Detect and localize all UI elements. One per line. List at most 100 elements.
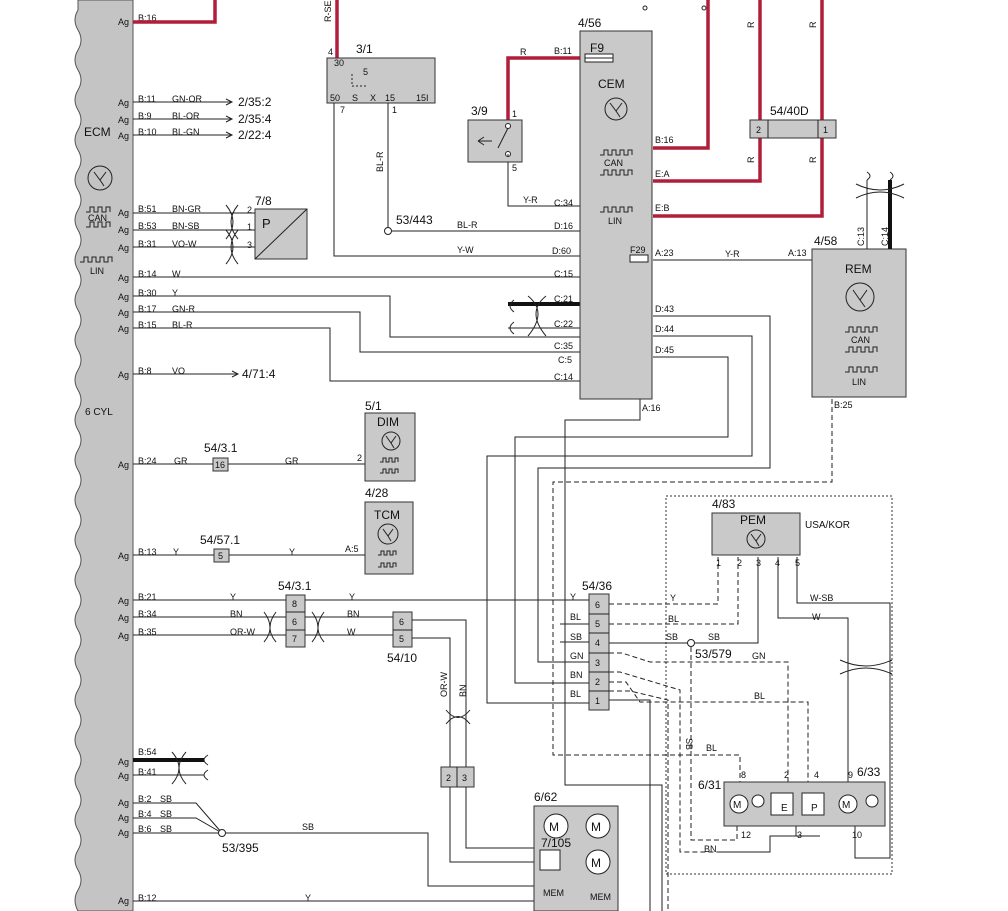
- diagram-label: 4/83: [712, 497, 736, 511]
- diagram-label: Ag: [118, 225, 129, 235]
- processor-icon: [604, 97, 628, 121]
- diagram-label: 6: [595, 600, 600, 610]
- diagram-label: GN-OR: [172, 94, 202, 104]
- diagram-label: CEM: [598, 77, 625, 91]
- diagram-label: B:30: [138, 288, 157, 298]
- diagram-label: 54/40D: [770, 104, 809, 118]
- diagram-label: B:35: [138, 627, 157, 637]
- diagram-label: 5: [363, 67, 368, 77]
- diagram-label: SB: [684, 738, 694, 750]
- diagram-label: MEM: [590, 892, 611, 902]
- seat-motor-6-62: 6/62 M M M 7/105 MEM MEM: [533, 790, 619, 911]
- diagram-label: C:34: [554, 198, 573, 208]
- wire-color-label: Y-R: [725, 249, 740, 259]
- wire-color-label: BN: [458, 684, 468, 697]
- diagram-label: SB: [708, 632, 720, 642]
- wire-color-rse: R-SE: [323, 0, 333, 22]
- diagram-label: B:16: [655, 135, 674, 145]
- connector-54-3-1: 54/3.1 16: [204, 441, 238, 472]
- diagram-label: Y: [230, 592, 236, 602]
- dim-5-1: 5/1 DIM 2: [357, 399, 416, 482]
- diagram-label: 5: [218, 551, 223, 561]
- diagram-label: 2/35:4: [238, 112, 272, 126]
- diagram-label: 7/8: [255, 194, 272, 208]
- diagram-label: Ag: [118, 292, 129, 302]
- diagram-label: CAN: [851, 335, 870, 345]
- diagram-label: Ag: [118, 631, 129, 641]
- diagram-label: BN: [570, 670, 583, 680]
- diagram-label: 2: [784, 770, 789, 780]
- diagram-label: 15I: [416, 93, 429, 103]
- diagram-label: 1: [823, 125, 828, 135]
- power-wires: [133, 0, 824, 218]
- pedal-sensor-7-8: 7/8 P 2 1 3: [247, 194, 308, 260]
- diagram-label: GN: [570, 651, 584, 661]
- processor-icon: [845, 282, 875, 312]
- diagram-label: 50: [330, 93, 340, 103]
- gauge-icon: [865, 794, 879, 808]
- diagram-label: C:14: [880, 227, 890, 246]
- diagram-label: 54/10: [387, 651, 417, 665]
- terminal-icon: [701, 5, 707, 11]
- diagram-label: C:14: [554, 372, 573, 382]
- diagram-label: 3: [247, 240, 252, 250]
- diagram-label: Ag: [118, 324, 129, 334]
- diagram-label: P: [811, 803, 818, 814]
- diagram-label: BL-R: [172, 320, 193, 330]
- diagram-label: B:34: [138, 609, 157, 619]
- diagram-label: 2: [756, 125, 761, 135]
- diagram-label: Ag: [118, 115, 129, 125]
- diagram-label: E:B: [655, 203, 670, 213]
- diagram-label: B:24: [138, 456, 157, 466]
- diagram-label: Ag: [118, 813, 129, 823]
- ecm-title: ECM: [84, 125, 111, 139]
- diagram-label: PEM: [740, 513, 766, 527]
- processor-icon: [377, 523, 399, 545]
- ecm-lin-wave-icon: [80, 256, 113, 263]
- diagram-label: 5: [795, 558, 800, 568]
- wire-color-label: BN: [347, 609, 360, 619]
- wire-color-r: R: [520, 47, 527, 57]
- diagram-label: 6: [399, 617, 404, 627]
- wire-color-label: Y-W: [457, 245, 474, 255]
- diagram-label: Ag: [118, 370, 129, 380]
- motor-icon: [838, 794, 858, 814]
- diagram-label: 15: [385, 93, 395, 103]
- can-wave-icon: [380, 457, 399, 474]
- pump-wires: GN BL SB BL BN: [609, 651, 820, 911]
- diagram-label: REM: [845, 262, 872, 276]
- connector-54-10: 6 5 54/10: [387, 611, 417, 665]
- splice-53-443-label: 53/443: [396, 213, 433, 227]
- tcm-4-28: 4/28 TCM A:5: [345, 486, 414, 575]
- sensor-e-icon: [770, 792, 794, 816]
- diagram-label: BL-R: [375, 151, 385, 172]
- diagram-label: 30: [334, 58, 344, 68]
- diagram-label: SB: [160, 809, 172, 819]
- diagram-label: 4/56: [578, 16, 602, 30]
- diagram-label: BL-GN: [172, 127, 200, 137]
- diagram-label: M: [591, 820, 601, 834]
- diagram-label: 4/71:4: [242, 367, 276, 381]
- wire-color-r: R: [808, 21, 818, 28]
- diagram-label: LIN: [852, 377, 866, 387]
- diagram-label: B:4: [138, 809, 152, 819]
- diagram-label: TCM: [374, 508, 400, 522]
- diagram-label: B:10: [138, 127, 157, 137]
- twisted-pair-icon: [225, 204, 239, 265]
- diagram-label: BN: [704, 844, 717, 854]
- diagram-label: B:15: [138, 320, 157, 330]
- diagram-label: Ag: [118, 771, 129, 781]
- diagram-label: B:17: [138, 304, 157, 314]
- diagram-label: BL: [570, 612, 581, 622]
- connector-54-57-1: 54/57.1 5: [200, 533, 240, 563]
- diagram-label: Ag: [118, 613, 129, 623]
- diagram-label: 6: [292, 617, 297, 627]
